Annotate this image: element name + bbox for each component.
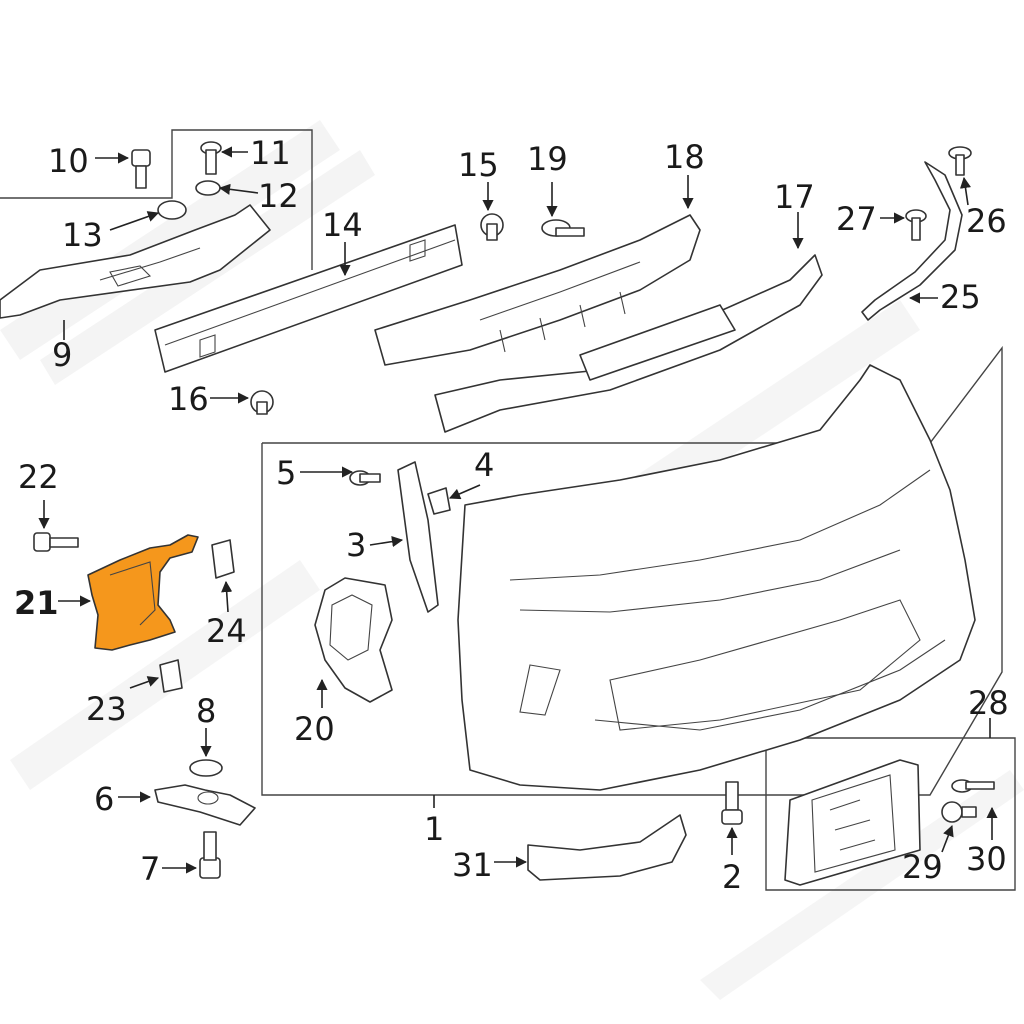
bolt-icon [131,149,151,189]
callout-20: 20 [294,710,335,748]
push-pin-icon [941,801,977,823]
callout-2: 2 [722,858,742,896]
callout-13: 13 [62,216,103,254]
bracket-group-frame [0,129,313,270]
callout-15: 15 [458,146,499,184]
clip-icon [211,539,235,579]
screw-icon [349,470,381,486]
lower-bracket-part [154,784,256,826]
plate-group-frame [765,737,1016,891]
callout-14: 14 [322,206,363,244]
screw-icon [541,219,585,237]
callout-23: 23 [86,690,127,728]
clip-icon [159,659,183,693]
callout-29: 29 [902,848,943,886]
fog-lamp-bezel-part [314,577,393,703]
grommet-icon [157,200,187,220]
callout-6: 6 [94,780,114,818]
callout-30: 30 [966,840,1007,878]
side-bracket-part [397,461,439,613]
washer-icon [189,759,223,777]
license-plate-bracket-part [784,759,921,886]
callout-9: 9 [52,336,72,374]
callout-16: 16 [168,380,209,418]
trim-strip-part [861,161,963,321]
callout-21: 21 [14,584,59,622]
callout-10: 10 [48,142,89,180]
callout-3: 3 [346,526,366,564]
callout-24: 24 [206,612,247,650]
push-pin-icon [250,390,274,415]
callout-7: 7 [140,850,160,888]
bolt-icon [721,781,743,825]
callout-8: 8 [196,692,216,730]
upper-bracket-part [0,204,271,319]
push-pin-icon [480,213,504,241]
callout-22: 22 [18,458,59,496]
callout-4: 4 [474,446,494,484]
bolt-icon [200,141,222,175]
callout-17: 17 [774,178,815,216]
impact-bar-part [154,224,463,373]
rivet-icon [951,779,995,793]
bolt-icon [33,532,79,552]
clip-icon [427,487,451,515]
nut-icon [195,180,221,196]
front-fascia-part [457,364,976,791]
callout-5: 5 [276,454,296,492]
callout-19: 19 [527,140,568,178]
callout-31: 31 [452,846,493,884]
callout-11: 11 [250,134,291,172]
fasteners [33,141,995,879]
callout-28: 28 [968,684,1009,722]
callout-18: 18 [664,138,705,176]
callout-26: 26 [966,202,1007,240]
screw-icon [948,146,972,176]
callout-12: 12 [258,177,299,215]
lower-trim-part [527,814,687,881]
screw-icon [905,209,927,241]
bolt-icon [199,831,221,879]
leader-lines [38,146,998,874]
highlighted-fill [87,534,199,651]
callout-labels: 10 11 12 13 9 14 15 19 18 17 27 26 25 16… [14,134,1009,896]
energy-absorber-part [374,214,701,366]
callout-1: 1 [424,810,444,848]
callout-25: 25 [940,278,981,316]
callout-27: 27 [836,200,877,238]
lower-absorber-part [434,254,823,433]
air-deflector-highlighted-part [87,534,199,651]
